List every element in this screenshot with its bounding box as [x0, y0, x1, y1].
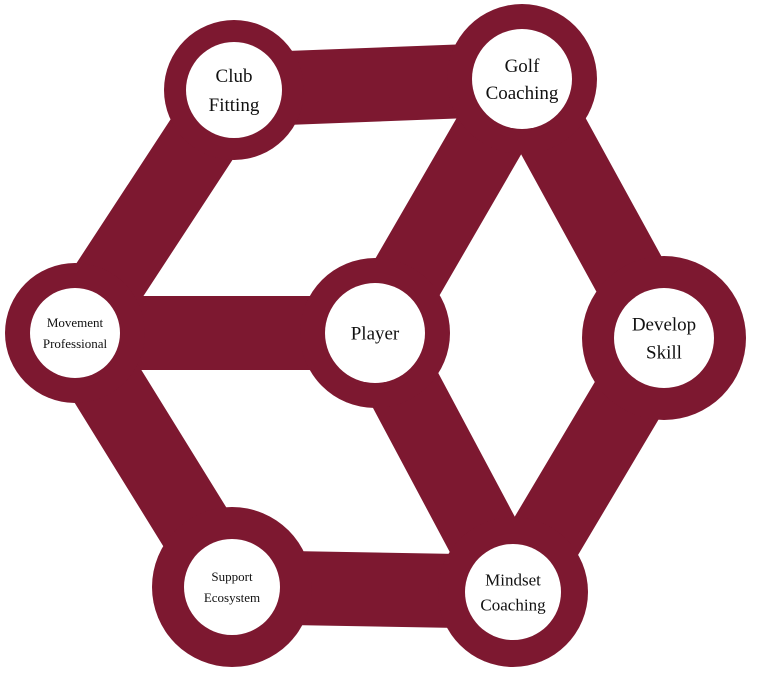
club-fitting-label-line-1: Club — [216, 66, 253, 87]
support-ecosystem-label-line-2: Ecosystem — [204, 590, 260, 605]
mindset-coaching-label-line-1: Mindset — [485, 570, 541, 589]
develop-skill-circle — [614, 288, 714, 388]
support-ecosystem-circle — [184, 539, 280, 635]
golf-coaching-circle — [472, 29, 572, 129]
golf-coaching-label-line-2: Coaching — [486, 83, 559, 104]
movement-professional-label-line-1: Movement — [47, 315, 104, 330]
club-fitting-label-line-2: Fitting — [209, 95, 260, 116]
movement-professional-label-line-2: Professional — [43, 336, 108, 351]
support-ecosystem-label-line-1: Support — [211, 569, 253, 584]
golf-coaching-label-line-1: Golf — [505, 56, 541, 77]
node-circles: ClubFittingGolfCoachingMovementProfessio… — [30, 29, 714, 640]
mindset-coaching-label-line-2: Coaching — [480, 595, 546, 614]
player-node: Player — [325, 283, 425, 383]
club-fitting-circle — [186, 42, 282, 138]
player-label-line-1: Player — [351, 324, 400, 345]
player-circle — [325, 283, 425, 383]
develop-skill-label-line-2: Skill — [646, 343, 682, 364]
develop-skill-label-line-1: Develop — [632, 315, 696, 336]
mindset-coaching-circle — [465, 544, 561, 640]
movement-professional-circle — [30, 288, 120, 378]
